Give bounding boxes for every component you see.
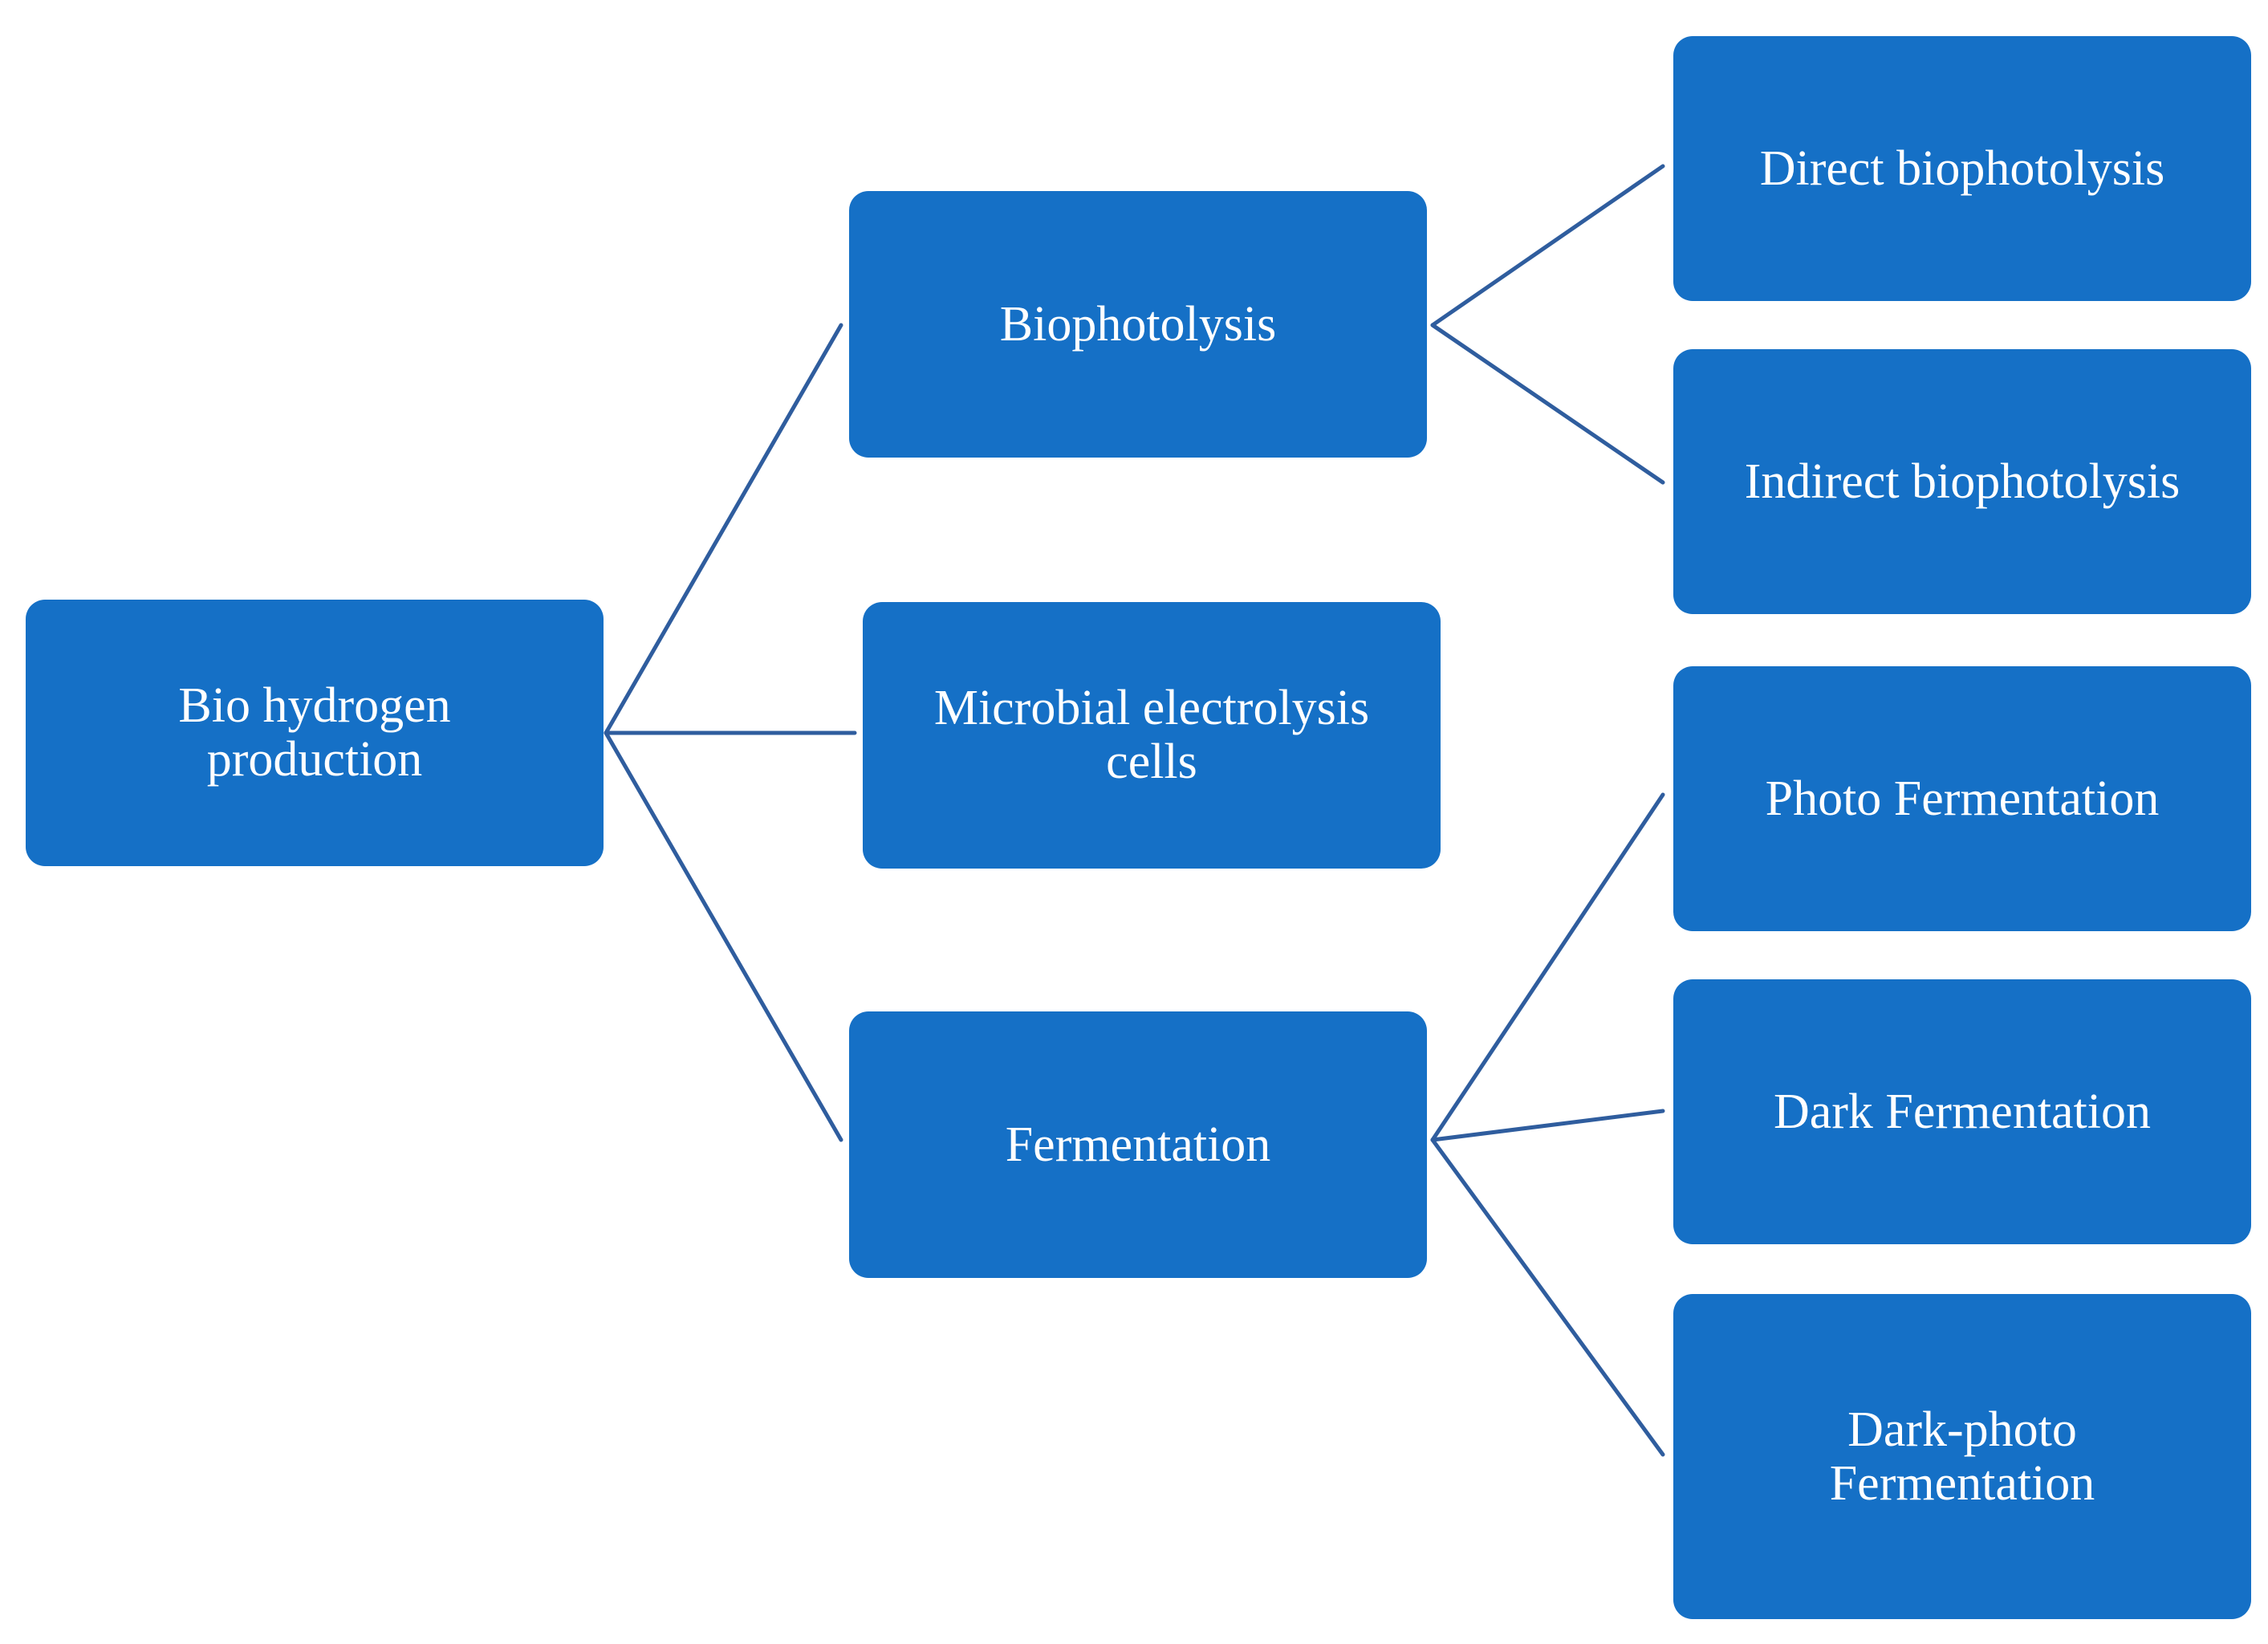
node-label-line: Fermentation (1829, 1455, 2095, 1511)
node-microbial-electrolysis-cells: Microbial electrolysis cells (863, 602, 1441, 869)
connector-biophotolysis-direct (1430, 164, 1665, 328)
node-label-line: Dark Fermentation (1773, 1084, 2152, 1139)
node-label-line: Photo Fermentation (1765, 771, 2160, 826)
node-label-line: Microbial electrolysis (933, 681, 1370, 736)
node-fermentation: Fermentation (849, 1011, 1427, 1278)
node-label: Indirect biophotolysis (1744, 454, 2181, 509)
node-direct-biophotolysis: Direct biophotolysis (1673, 36, 2251, 301)
connector-fermentation-darkphoto (1430, 1137, 1665, 1457)
connector-biophotolysis-indirect (1430, 323, 1665, 485)
node-label: Microbial electrolysis cells (934, 682, 1369, 789)
node-label-line: Fermentation (1005, 1117, 1271, 1172)
node-label-line: production (206, 732, 423, 787)
node-label: Biophotolysis (999, 296, 1277, 352)
node-label: Bio hydrogen production (178, 679, 450, 787)
node-label: Dark Fermentation (1773, 1084, 2152, 1139)
node-label-line: cells (1106, 735, 1197, 789)
node-dark-fermentation: Dark Fermentation (1673, 979, 2251, 1244)
connector-root-fermentation (604, 730, 843, 1142)
node-label: Photo Fermentation (1765, 771, 2160, 826)
connector-root-biophotolysis (604, 323, 843, 735)
node-bio-hydrogen-production: Bio hydrogen production (26, 600, 604, 866)
node-label: Fermentation (1005, 1117, 1271, 1172)
node-label-line: Direct biophotolysis (1759, 140, 2165, 196)
connector-fermentation-dark (1430, 1109, 1665, 1142)
node-label-line: Indirect biophotolysis (1744, 454, 2181, 509)
node-label-line: Bio hydrogen (178, 678, 451, 734)
node-photo-fermentation: Photo Fermentation (1673, 666, 2251, 931)
node-label: Dark-photo Fermentation (1829, 1402, 2095, 1511)
node-label: Direct biophotolysis (1759, 140, 2165, 196)
connector-fermentation-photo (1430, 792, 1665, 1142)
node-dark-photo-fermentation: Dark-photo Fermentation (1673, 1294, 2251, 1619)
node-biophotolysis: Biophotolysis (849, 191, 1427, 458)
node-indirect-biophotolysis: Indirect biophotolysis (1673, 349, 2251, 614)
node-label-line: Biophotolysis (999, 296, 1277, 352)
node-label-line: Dark-photo (1847, 1402, 2077, 1457)
